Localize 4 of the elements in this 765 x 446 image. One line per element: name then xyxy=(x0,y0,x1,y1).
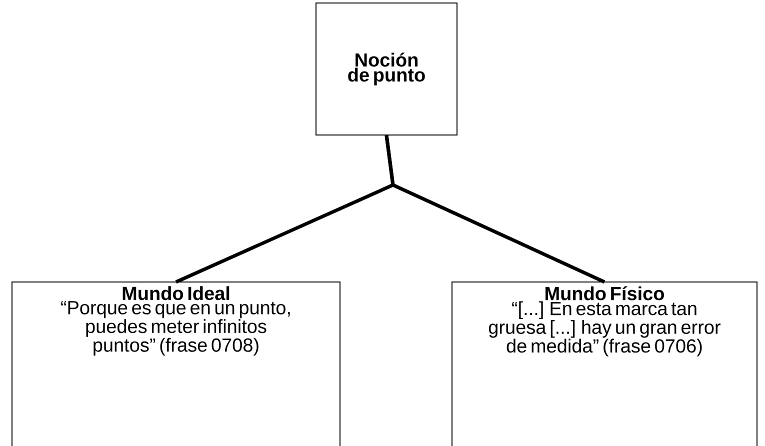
concept-box: Mundo Ideal “Porque es que en un punto, puedes meter infinitos puntos” (frase 0708) xyxy=(12,281,340,446)
concept-box: Mundo Físico “[...] En esta marca tan gruesa [...] hay un gran error de medida” (frase 0706) xyxy=(452,281,758,446)
connector-line xyxy=(384,135,606,284)
concept-box: Noción de punto xyxy=(316,2,458,136)
